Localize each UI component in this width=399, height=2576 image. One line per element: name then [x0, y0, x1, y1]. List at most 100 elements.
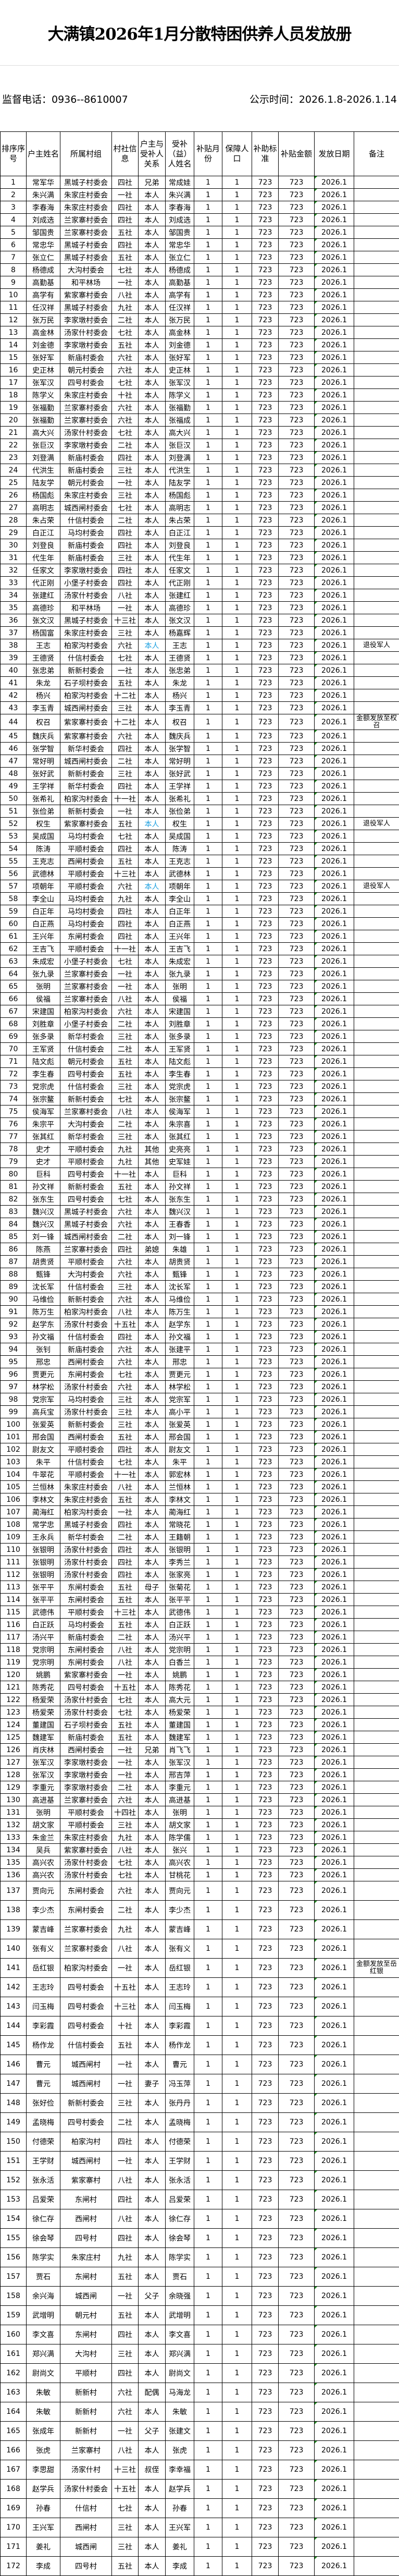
cell-group: 六社: [112, 414, 139, 427]
cell-date: 2026.1: [315, 214, 354, 226]
cell-group: 十三社: [112, 2460, 139, 2480]
cell-amount: 723: [279, 614, 315, 627]
cell-head: 刘成选: [27, 214, 60, 226]
col-months: 补贴月份: [194, 132, 222, 176]
cell-recipient: 王学祥: [166, 780, 194, 793]
cell-months: 1: [194, 1631, 222, 1644]
cell-village: 石子坝村委会: [60, 677, 112, 689]
cell-remark: [354, 2364, 399, 2383]
cell-relation: 本人: [139, 1131, 166, 1143]
cell-recipient: 党宗虎: [166, 1080, 194, 1093]
cell-amount: 723: [279, 1443, 315, 1456]
cell-seq: 26: [1, 489, 27, 502]
cell-village: 汤家什村委会: [60, 1706, 112, 1719]
cell-remark: [354, 1268, 399, 1281]
cell-people: 1: [222, 427, 252, 439]
cell-date: 2026.1: [315, 1806, 354, 1819]
cell-seq: 52: [1, 818, 27, 830]
cell-relation: 本人: [139, 743, 166, 755]
cell-relation: 本人: [139, 1030, 166, 1043]
cell-group: 七社: [112, 955, 139, 968]
cell-standard: 723: [252, 276, 279, 289]
cell-amount: 723: [279, 1231, 315, 1243]
cell-date: 2026.1: [315, 1156, 354, 1168]
cell-amount: 723: [279, 2402, 315, 2422]
cell-group: 三社: [112, 627, 139, 639]
cell-date: 2026.1: [315, 730, 354, 743]
cell-amount: 723: [279, 868, 315, 880]
cell-people: 1: [222, 264, 252, 276]
cell-amount: 723: [279, 1856, 315, 1869]
cell-seq: 116: [1, 1619, 27, 1631]
cell-village: 黑城子村委会: [60, 176, 112, 189]
cell-people: 1: [222, 1193, 252, 1206]
cell-standard: 723: [252, 918, 279, 930]
cell-relation: 本人: [139, 1231, 166, 1243]
cell-people: 1: [222, 805, 252, 818]
cell-recipient: 白正江: [166, 527, 194, 539]
cell-group: 六社: [112, 639, 139, 652]
cell-village: 什信村委会: [60, 2036, 112, 2055]
cell-recipient: 尉友文: [166, 1443, 194, 1456]
cell-head: 贾更元: [27, 1368, 60, 1381]
cell-date: 2026.1: [315, 1168, 354, 1181]
cell-group: 二社: [112, 755, 139, 768]
cell-date: 2026.1: [315, 714, 354, 730]
cell-relation: 本人: [139, 1343, 166, 1356]
cell-standard: 723: [252, 968, 279, 980]
cell-standard: 723: [252, 1018, 279, 1030]
cell-amount: 723: [279, 1343, 315, 1356]
cell-amount: 723: [279, 843, 315, 855]
cell-relation: 本人: [139, 1844, 166, 1856]
cell-people: 1: [222, 376, 252, 389]
cell-seq: 32: [1, 564, 27, 577]
cell-remark: [354, 589, 399, 602]
cell-standard: 723: [252, 1043, 279, 1055]
cell-seq: 85: [1, 1231, 27, 1243]
cell-village: 四号村委会: [60, 1681, 112, 1694]
cell-seq: 2: [1, 189, 27, 201]
cell-people: 1: [222, 552, 252, 564]
cell-months: 1: [194, 664, 222, 677]
cell-relation: 本人: [139, 793, 166, 805]
cell-standard: 723: [252, 1694, 279, 1706]
cell-head: 赵学兵: [27, 2480, 60, 2499]
cell-seq: 123: [1, 1706, 27, 1719]
cell-months: 1: [194, 489, 222, 502]
cell-months: 1: [194, 1844, 222, 1856]
cell-standard: 723: [252, 1331, 279, 1343]
cell-seq: 130: [1, 1794, 27, 1806]
cell-group: 一社: [112, 2152, 139, 2171]
cell-group: 十三社: [112, 614, 139, 627]
cell-recipient: 蒙吉峰: [166, 1920, 194, 1939]
cell-date: 2026.1: [315, 1293, 354, 1306]
cell-remark: [354, 1901, 399, 1920]
cell-amount: 723: [279, 2441, 315, 2460]
cell-date: 2026.1: [315, 326, 354, 339]
cell-relation: 本人: [139, 1018, 166, 1030]
cell-amount: 723: [279, 1281, 315, 1293]
cell-relation: 本人: [139, 489, 166, 502]
cell-recipient: 邢吉萍: [166, 1769, 194, 1781]
cell-months: 1: [194, 189, 222, 201]
cell-standard: 723: [252, 1443, 279, 1456]
cell-remark: [354, 502, 399, 514]
cell-group: 六社: [112, 351, 139, 364]
cell-remark: [354, 1043, 399, 1055]
cell-amount: 723: [279, 1156, 315, 1168]
cell-months: 1: [194, 1443, 222, 1456]
cell-standard: 723: [252, 251, 279, 264]
cell-village: 汤家什村委会: [60, 326, 112, 339]
cell-people: 1: [222, 1531, 252, 1544]
cell-months: 1: [194, 214, 222, 226]
cell-remark: [354, 427, 399, 439]
cell-remark: [354, 2480, 399, 2499]
cell-months: 1: [194, 2229, 222, 2248]
cell-people: 1: [222, 2557, 252, 2576]
